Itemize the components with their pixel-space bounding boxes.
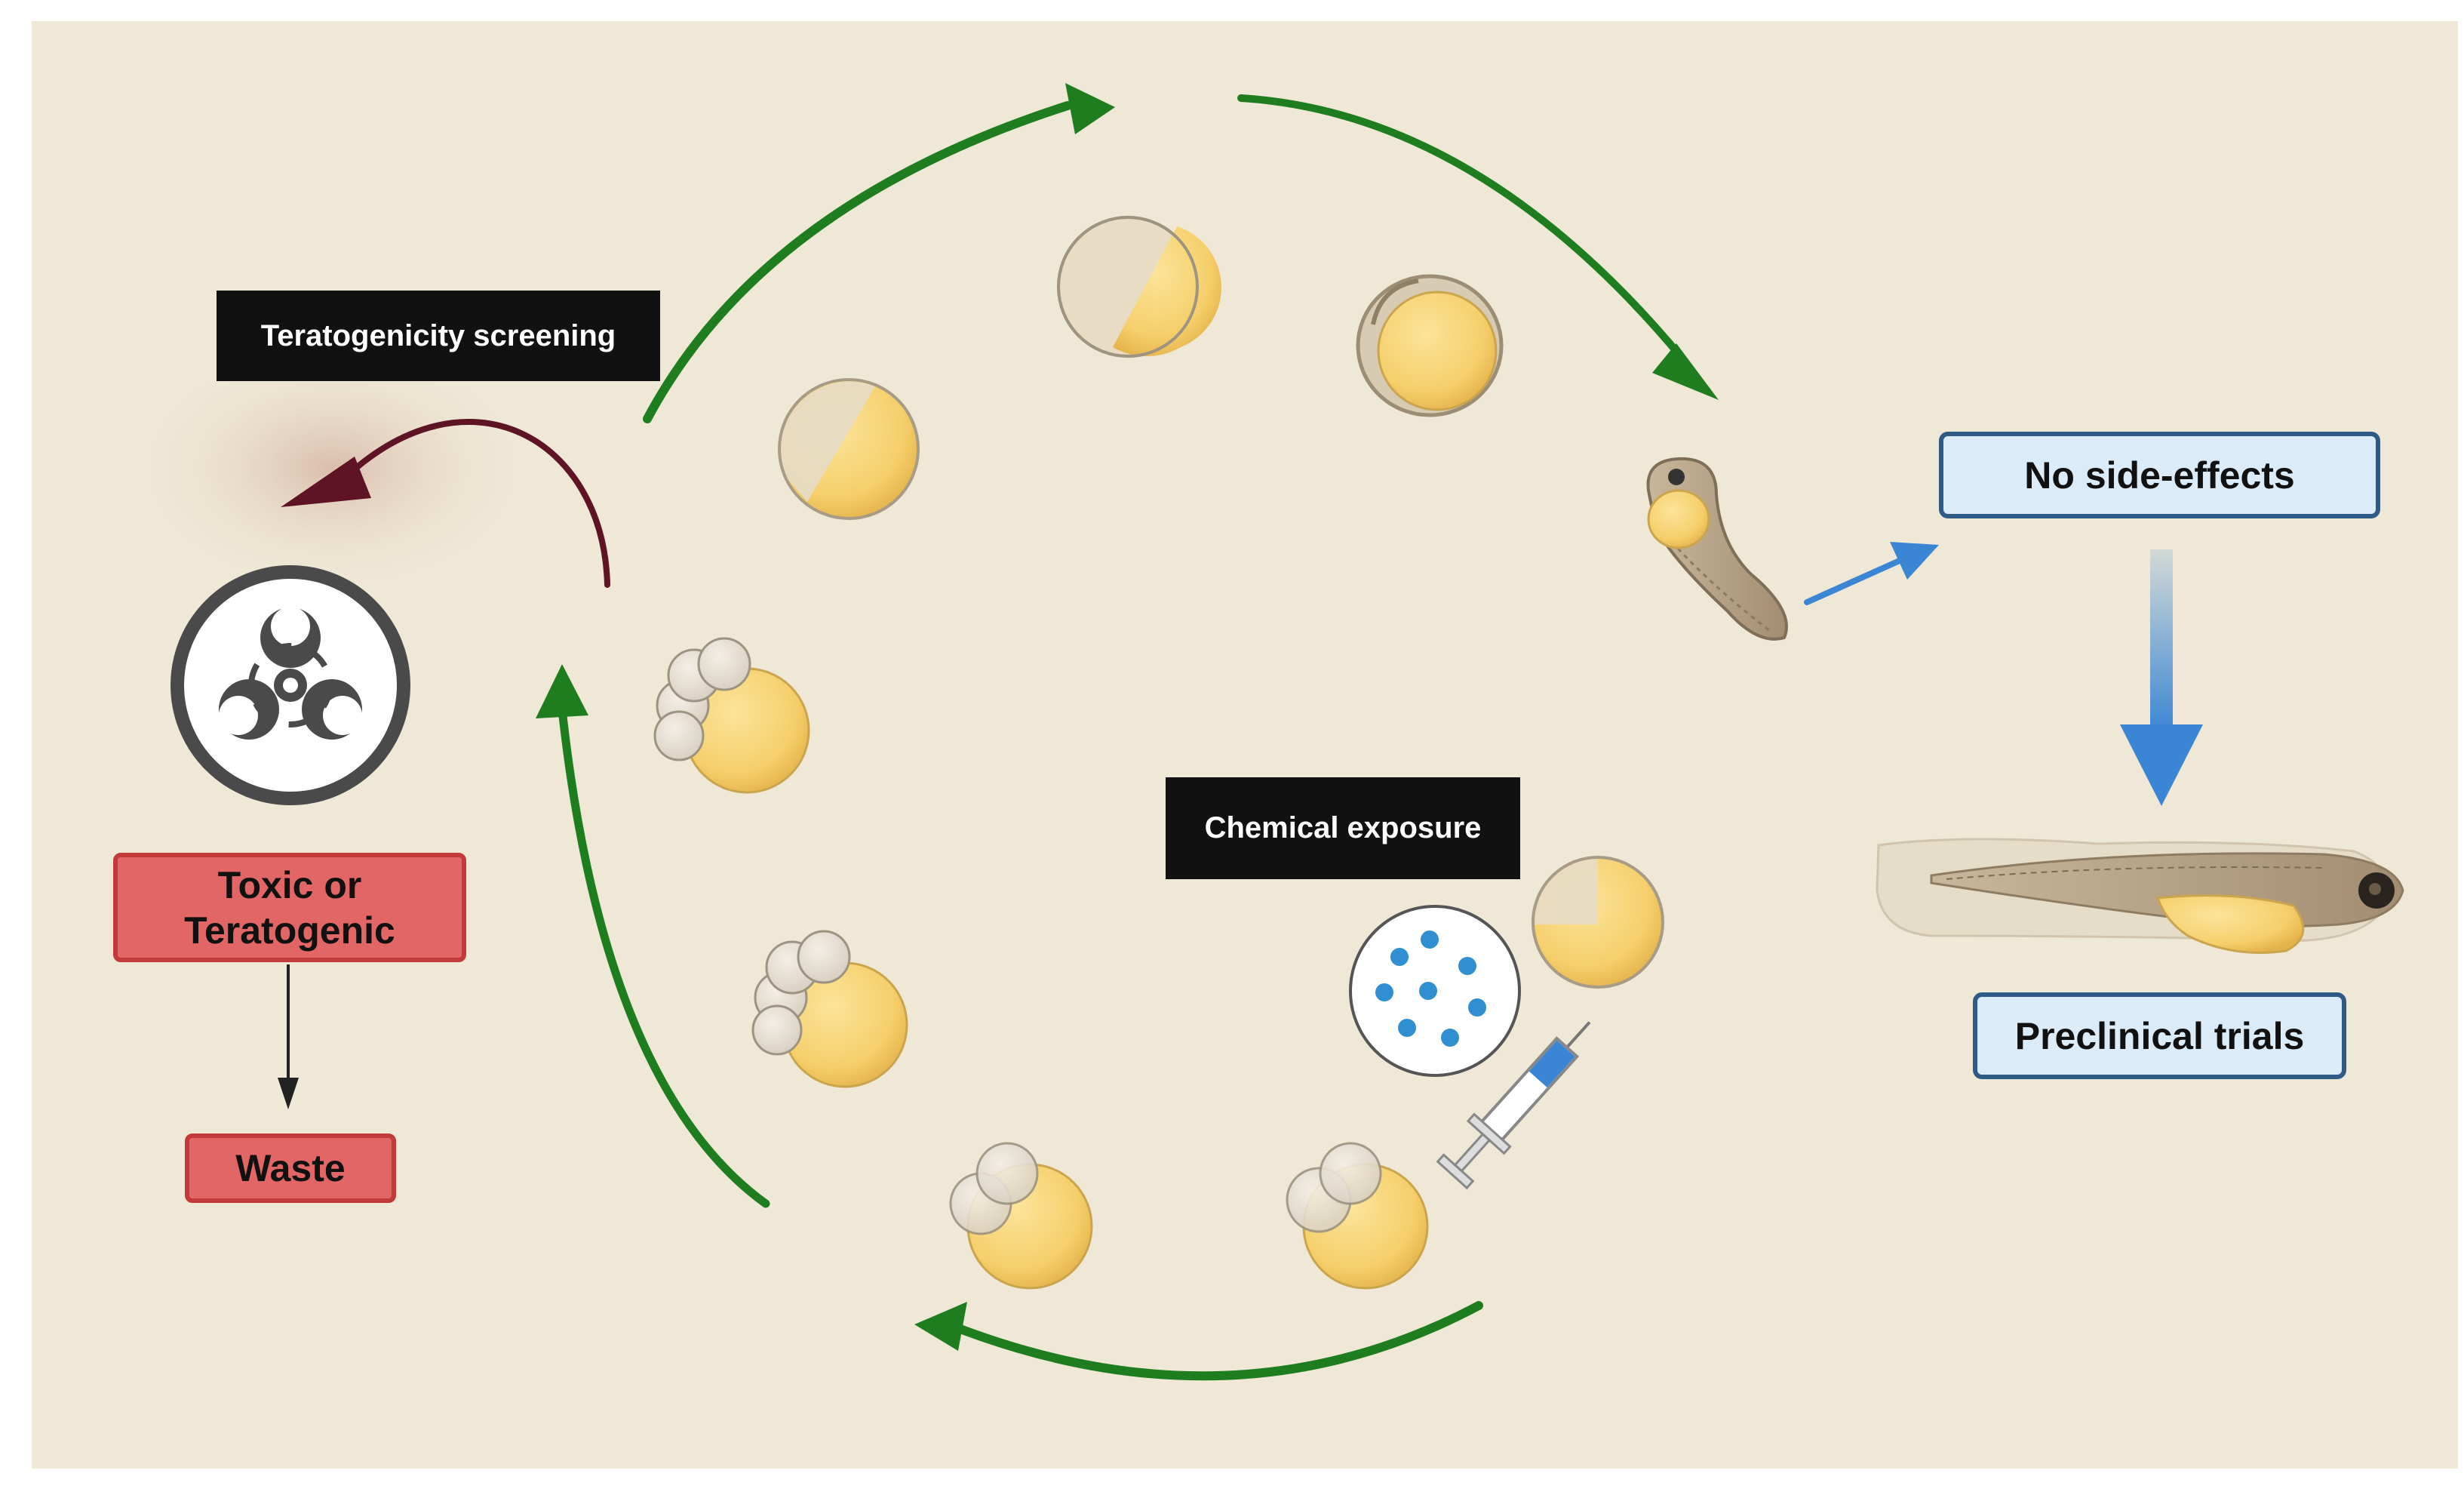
arrowhead-left — [536, 664, 588, 718]
preclinical-trials-text: Preclinical trials — [2014, 1014, 2305, 1057]
cycle-arrow-left — [558, 705, 770, 1208]
biohazard-icon — [171, 565, 410, 805]
toxic-to-waste-arrowhead — [278, 1078, 299, 1109]
zebrafish-larva-icon — [1646, 457, 1788, 641]
downward-arrow-shaft — [2150, 549, 2173, 734]
waste-text: Waste — [235, 1147, 346, 1189]
toxic-text-line2: Teratogenic — [184, 909, 395, 952]
embryo-8cell-lower-left — [751, 930, 908, 1088]
cycle-arrows — [558, 94, 1686, 1381]
embryo-zygote-left — [778, 378, 920, 520]
background-panel — [32, 21, 2458, 1469]
larva-to-no-side-effects-arrow — [1804, 557, 1904, 605]
cycle-arrowheads — [536, 83, 1719, 1351]
waste-box: Waste — [185, 1133, 396, 1203]
cycle-arrow-top-left — [643, 101, 1072, 423]
embryo-2cell-bottom-right — [1286, 1142, 1429, 1290]
arrowhead-bottom — [914, 1302, 967, 1351]
embryo-late-top-right — [1356, 274, 1504, 417]
chemical-dish-icon — [1349, 905, 1521, 1077]
screening-arrow — [340, 419, 610, 588]
downward-arrowhead — [2120, 724, 2203, 806]
toxic-teratogenic-box: Toxic or Teratogenic — [113, 853, 466, 962]
teratogenicity-screening-label: Teratogenicity screening — [217, 291, 660, 381]
embryo-4cell-bottom — [949, 1142, 1093, 1290]
screening-glow — [128, 340, 536, 596]
arrowhead-right — [1652, 343, 1719, 400]
teratogenicity-screening-text: Teratogenicity screening — [260, 318, 616, 352]
larva-arrowhead — [1890, 542, 1939, 580]
chemical-exposure-label: Chemical exposure — [1166, 777, 1520, 879]
zebrafish-embryo-icon — [1876, 838, 2404, 954]
embryo-8cell-left — [653, 637, 810, 794]
screening-arrowhead — [281, 457, 371, 507]
preclinical-trials-box: Preclinical trials — [1973, 992, 2346, 1079]
syringe-icon — [1436, 1021, 1591, 1190]
chemical-exposure-text: Chemical exposure — [1204, 811, 1482, 844]
no-side-effects-box: No side-effects — [1939, 432, 2380, 518]
toxic-text-line1: Toxic or — [217, 863, 362, 906]
no-side-effects-text: No side-effects — [2024, 454, 2295, 497]
cycle-arrow-bottom — [954, 1301, 1483, 1381]
arrowhead-top — [1065, 83, 1115, 134]
embryo-zygote-top — [1057, 216, 1221, 358]
embryo-injected — [1532, 856, 1664, 989]
cycle-arrow-top-right — [1237, 94, 1686, 362]
